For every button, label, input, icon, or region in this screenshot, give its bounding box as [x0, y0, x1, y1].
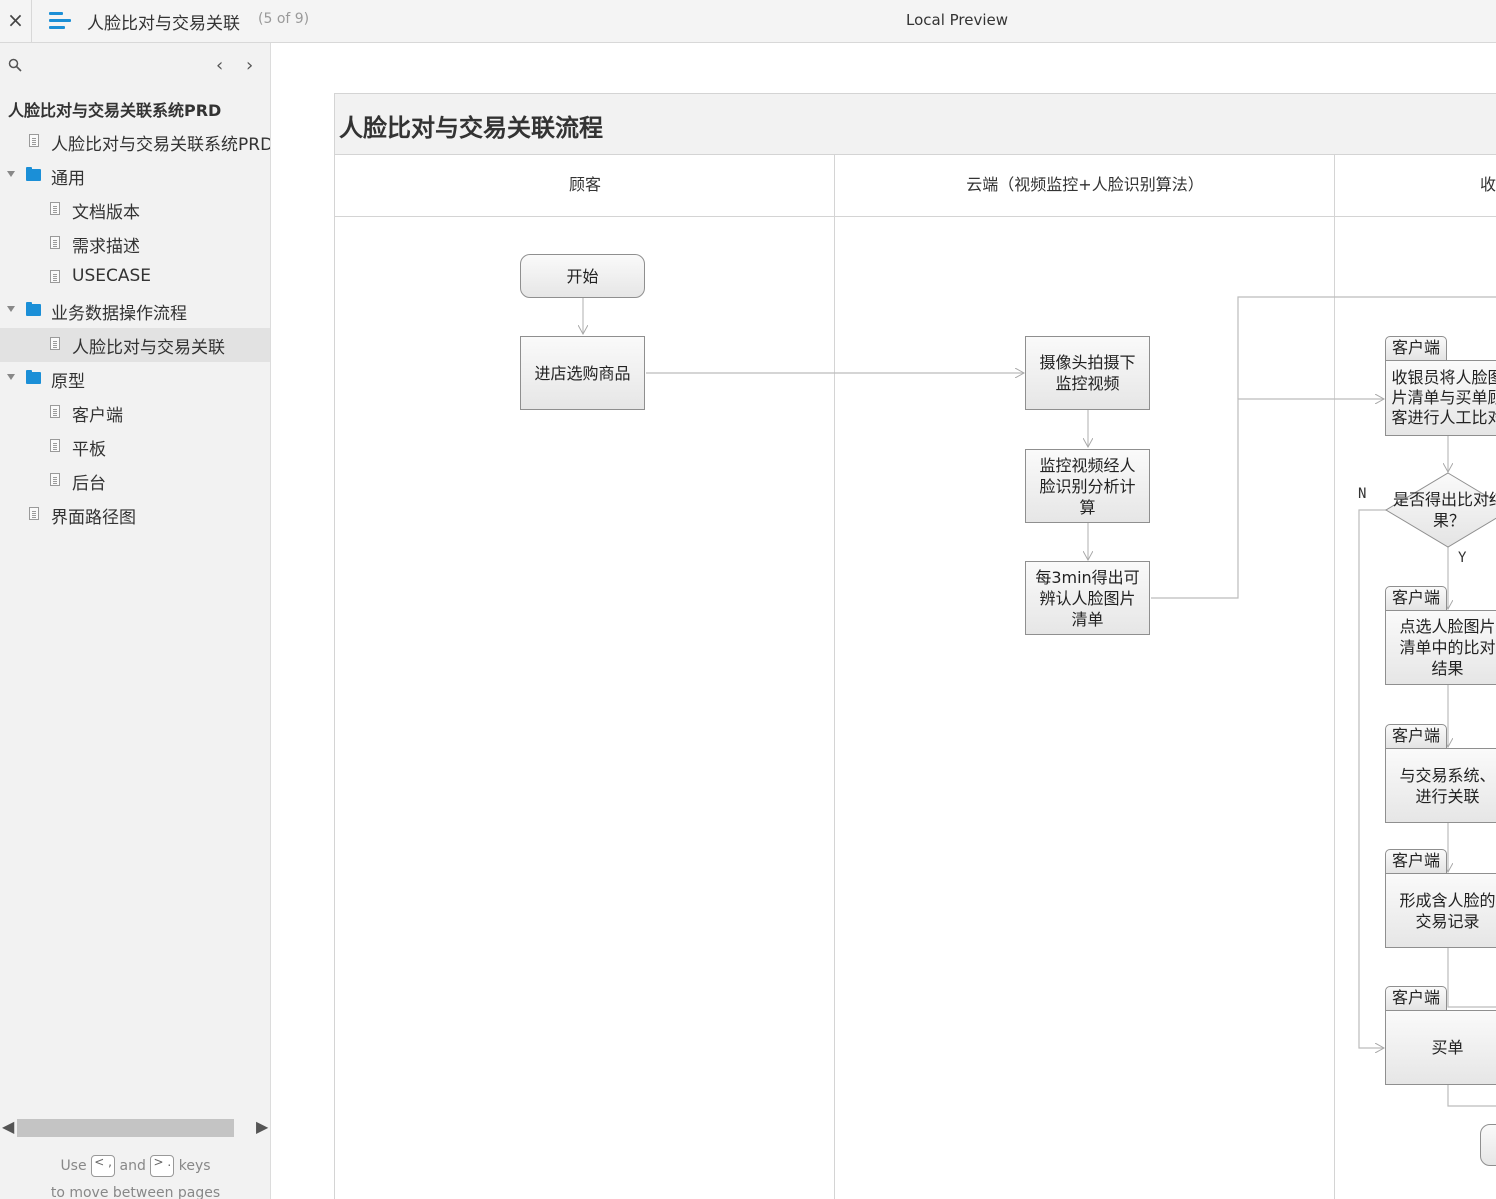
page-count: (5 of 9) — [258, 11, 310, 27]
flow-node-select-result[interactable]: 点选人脸图片清单中的比对结果 — [1385, 610, 1496, 685]
client-tag: 客户端 — [1385, 586, 1447, 611]
sidebar-item-usecase[interactable]: USECASE — [0, 261, 270, 295]
sidebar-folder-business-flow[interactable]: 业务数据操作流程 — [0, 294, 270, 328]
flow-node-link-transaction[interactable]: 与交易系统、进行关联 — [1385, 748, 1496, 823]
client-tag: 客户端 — [1385, 336, 1447, 361]
top-bar: × 人脸比对与交易关联 (5 of 9) Local Preview — [0, 0, 1496, 43]
decision-no-label: N — [1358, 486, 1367, 502]
sidebar-folder-general[interactable]: 通用 — [0, 159, 270, 193]
sidebar-item-label: 客户端 — [72, 406, 123, 426]
sidebar-item-label: 平板 — [72, 440, 106, 460]
decision-yes-label: Y — [1458, 550, 1467, 566]
page-icon — [50, 202, 60, 215]
sidebar-item-ui-path[interactable]: 界面路径图 — [0, 498, 270, 532]
current-page-title: 人脸比对与交易关联 — [87, 14, 240, 34]
flow-node-start[interactable]: 开始 — [520, 254, 645, 298]
sidebar-item-label: 原型 — [51, 372, 85, 392]
hint-and: and — [119, 1158, 146, 1174]
client-tag: 客户端 — [1385, 724, 1447, 749]
page-icon — [50, 439, 60, 452]
key-prev: < , — [91, 1155, 116, 1177]
flow-node-shop[interactable]: 进店选购商品 — [520, 336, 645, 410]
flowchart: 人脸比对与交易关联流程 顾客 云端（视频监控+人脸识别算法） 收银员（客户端） — [334, 93, 1496, 1199]
flow-node-analyze[interactable]: 监控视频经人脸识别分析计算 — [1025, 449, 1150, 523]
chevron-down-icon[interactable] — [7, 171, 15, 177]
main-canvas: 人脸比对与交易关联流程 顾客 云端（视频监控+人脸识别算法） 收银员（客户端） — [271, 43, 1496, 1199]
local-preview-title: Local Preview — [906, 11, 1009, 29]
sidebar-horizontal-scrollbar[interactable]: ◀ ▶ — [0, 1117, 270, 1139]
page-icon — [50, 473, 60, 486]
sidebar-item-label: 文档版本 — [72, 203, 140, 223]
lane-divider — [1334, 155, 1335, 1199]
keyboard-hint-line2: to move between pages — [50, 1185, 221, 1199]
flow-connectors — [335, 296, 1496, 1107]
prev-page-button[interactable]: ‹ — [216, 55, 224, 76]
chevron-down-icon[interactable] — [7, 374, 15, 380]
sidebar-item-client[interactable]: 客户端 — [0, 396, 270, 430]
page-icon — [50, 405, 60, 418]
flow-node-record[interactable]: 形成含人脸的交易记录 — [1385, 873, 1496, 948]
search-icon[interactable] — [8, 58, 22, 72]
flow-node-camera[interactable]: 摄像头拍摄下监控视频 — [1025, 336, 1150, 410]
folder-icon — [26, 370, 41, 384]
flow-node-face-list[interactable]: 每3min得出可辨认人脸图片清单 — [1025, 561, 1150, 635]
sidebar-item-requirements[interactable]: 需求描述 — [0, 227, 270, 261]
sidebar-item-label: 后台 — [72, 474, 106, 494]
next-page-button[interactable]: › — [246, 55, 254, 76]
menu-icon[interactable] — [49, 11, 71, 31]
client-tag: 客户端 — [1385, 986, 1447, 1011]
folder-icon — [26, 167, 41, 181]
sidebar-item-label: 人脸比对与交易关联系统PRD — [51, 135, 271, 155]
flow-node-compare[interactable]: 收银员将人脸图片清单与买单顾客进行人工比对 — [1385, 360, 1496, 436]
sidebar-item-label: 需求描述 — [72, 237, 140, 257]
lane-header-cloud: 云端（视频监控+人脸识别算法） — [835, 155, 1335, 217]
flow-node-decision[interactable]: 是否得出比对结果？ — [1393, 490, 1496, 530]
sidebar-item-face-transaction[interactable]: 人脸比对与交易关联 — [0, 328, 270, 362]
hint-use: Use — [60, 1158, 87, 1174]
chevron-left-icon[interactable]: ◀ — [2, 1117, 15, 1136]
page-icon — [50, 337, 60, 350]
project-title: 人脸比对与交易关联系统PRD — [8, 101, 222, 120]
sidebar-item-tablet[interactable]: 平板 — [0, 430, 270, 464]
flow-title: 人脸比对与交易关联流程 — [339, 114, 603, 142]
sidebar-item-label: 界面路径图 — [51, 508, 136, 528]
sidebar-item-backend[interactable]: 后台 — [0, 464, 270, 498]
sidebar-item-label: 人脸比对与交易关联 — [72, 338, 225, 358]
sidebar: ‹ › 人脸比对与交易关联系统PRD 人脸比对与交易关联系统PRD 通用 文档版… — [0, 43, 271, 1199]
flow-title-bar: 人脸比对与交易关联流程 — [335, 94, 1496, 155]
flow-node-end[interactable] — [1480, 1124, 1496, 1166]
sidebar-item-doc-version[interactable]: 文档版本 — [0, 193, 270, 227]
sidebar-item-label: USECASE — [72, 266, 152, 286]
client-tag: 客户端 — [1385, 849, 1447, 874]
sidebar-folder-prototype[interactable]: 原型 — [0, 362, 270, 396]
chevron-down-icon[interactable] — [7, 306, 15, 312]
lane-header-cashier: 收银员（客户端） — [1335, 155, 1496, 217]
lane-divider — [834, 155, 835, 1199]
scrollbar-thumb[interactable] — [17, 1119, 234, 1137]
folder-icon — [26, 302, 41, 316]
keyboard-hint: Use < , and > . keys — [0, 1155, 270, 1177]
page-icon — [50, 236, 60, 249]
chevron-right-icon[interactable]: ▶ — [256, 1117, 269, 1136]
sidebar-item-label: 业务数据操作流程 — [51, 304, 187, 324]
page-icon — [29, 134, 39, 147]
sidebar-item-prd-root[interactable]: 人脸比对与交易关联系统PRD — [0, 125, 271, 159]
lane-header-customer: 顾客 — [335, 155, 835, 217]
page-icon — [29, 507, 39, 520]
hint-keys: keys — [178, 1158, 211, 1174]
sidebar-item-label: 通用 — [51, 169, 85, 189]
flow-node-pay[interactable]: 买单 — [1385, 1010, 1496, 1085]
page-icon — [50, 270, 60, 283]
key-next: > . — [150, 1155, 175, 1177]
close-button[interactable]: × — [0, 0, 32, 42]
